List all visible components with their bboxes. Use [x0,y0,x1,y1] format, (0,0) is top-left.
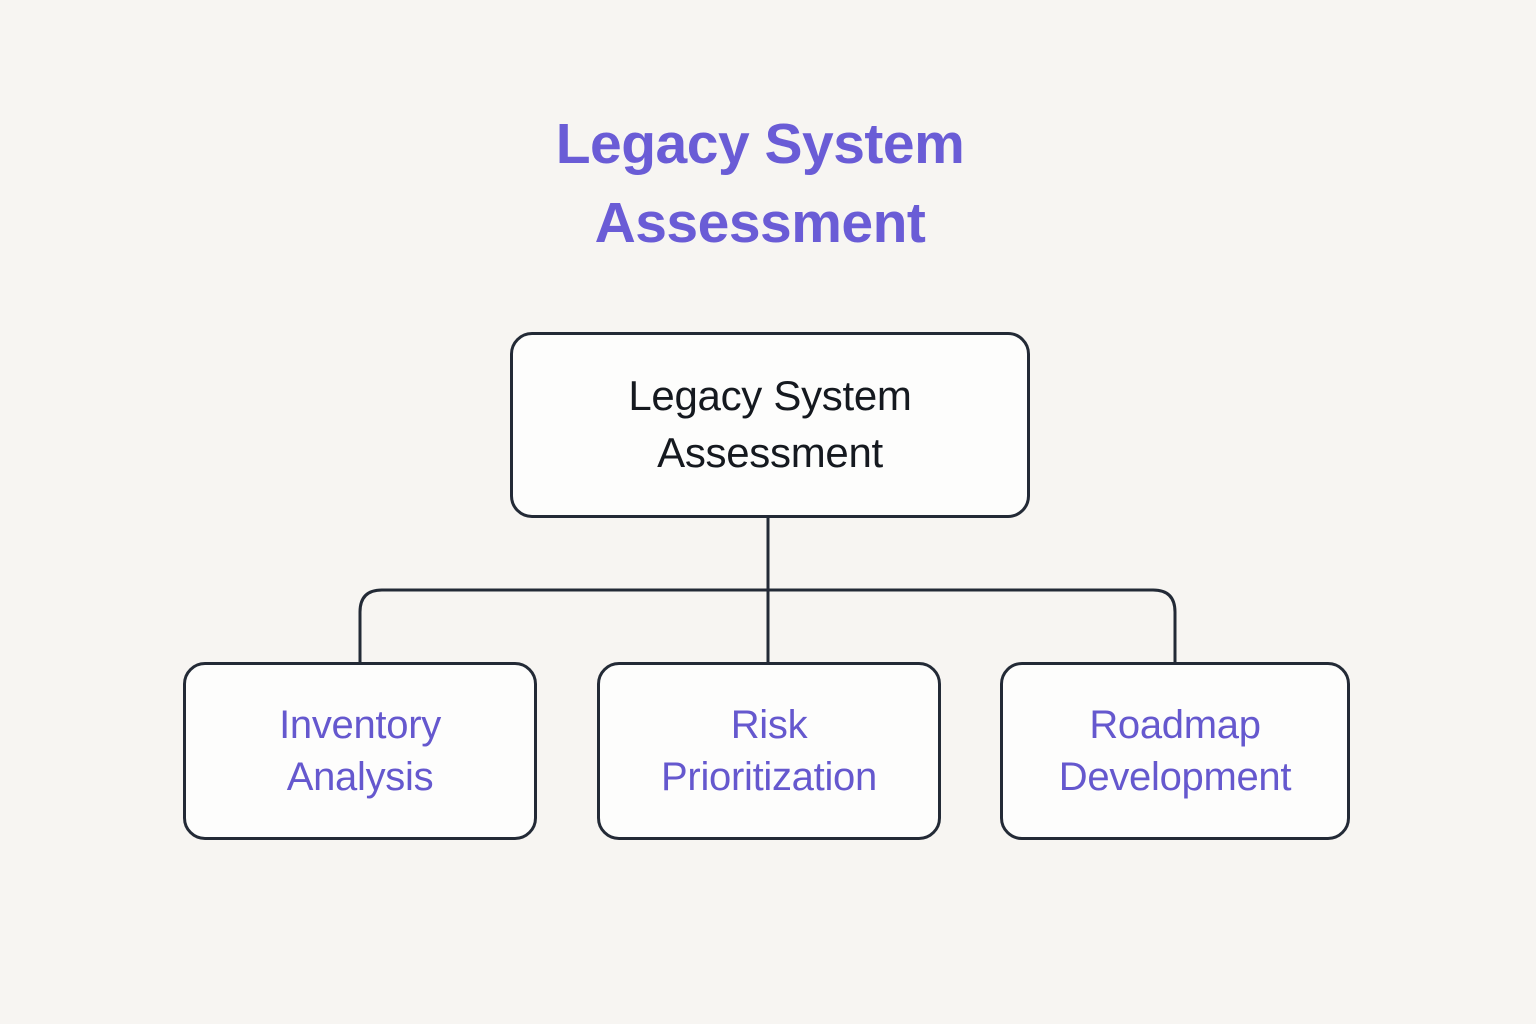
child-node-risk-prioritization: Risk Prioritization [597,662,941,840]
child-node-label: Risk Prioritization [661,703,877,799]
diagram-title: Legacy System Assessment [555,112,965,255]
root-node: Legacy System Assessment [510,332,1030,518]
child-node-label: Inventory Analysis [279,703,441,799]
child-node-roadmap-development: Roadmap Development [1000,662,1350,840]
root-node-label: Legacy System Assessment [628,372,912,476]
child-node-label: Roadmap Development [1058,703,1292,799]
child-node-inventory-analysis: Inventory Analysis [183,662,537,840]
